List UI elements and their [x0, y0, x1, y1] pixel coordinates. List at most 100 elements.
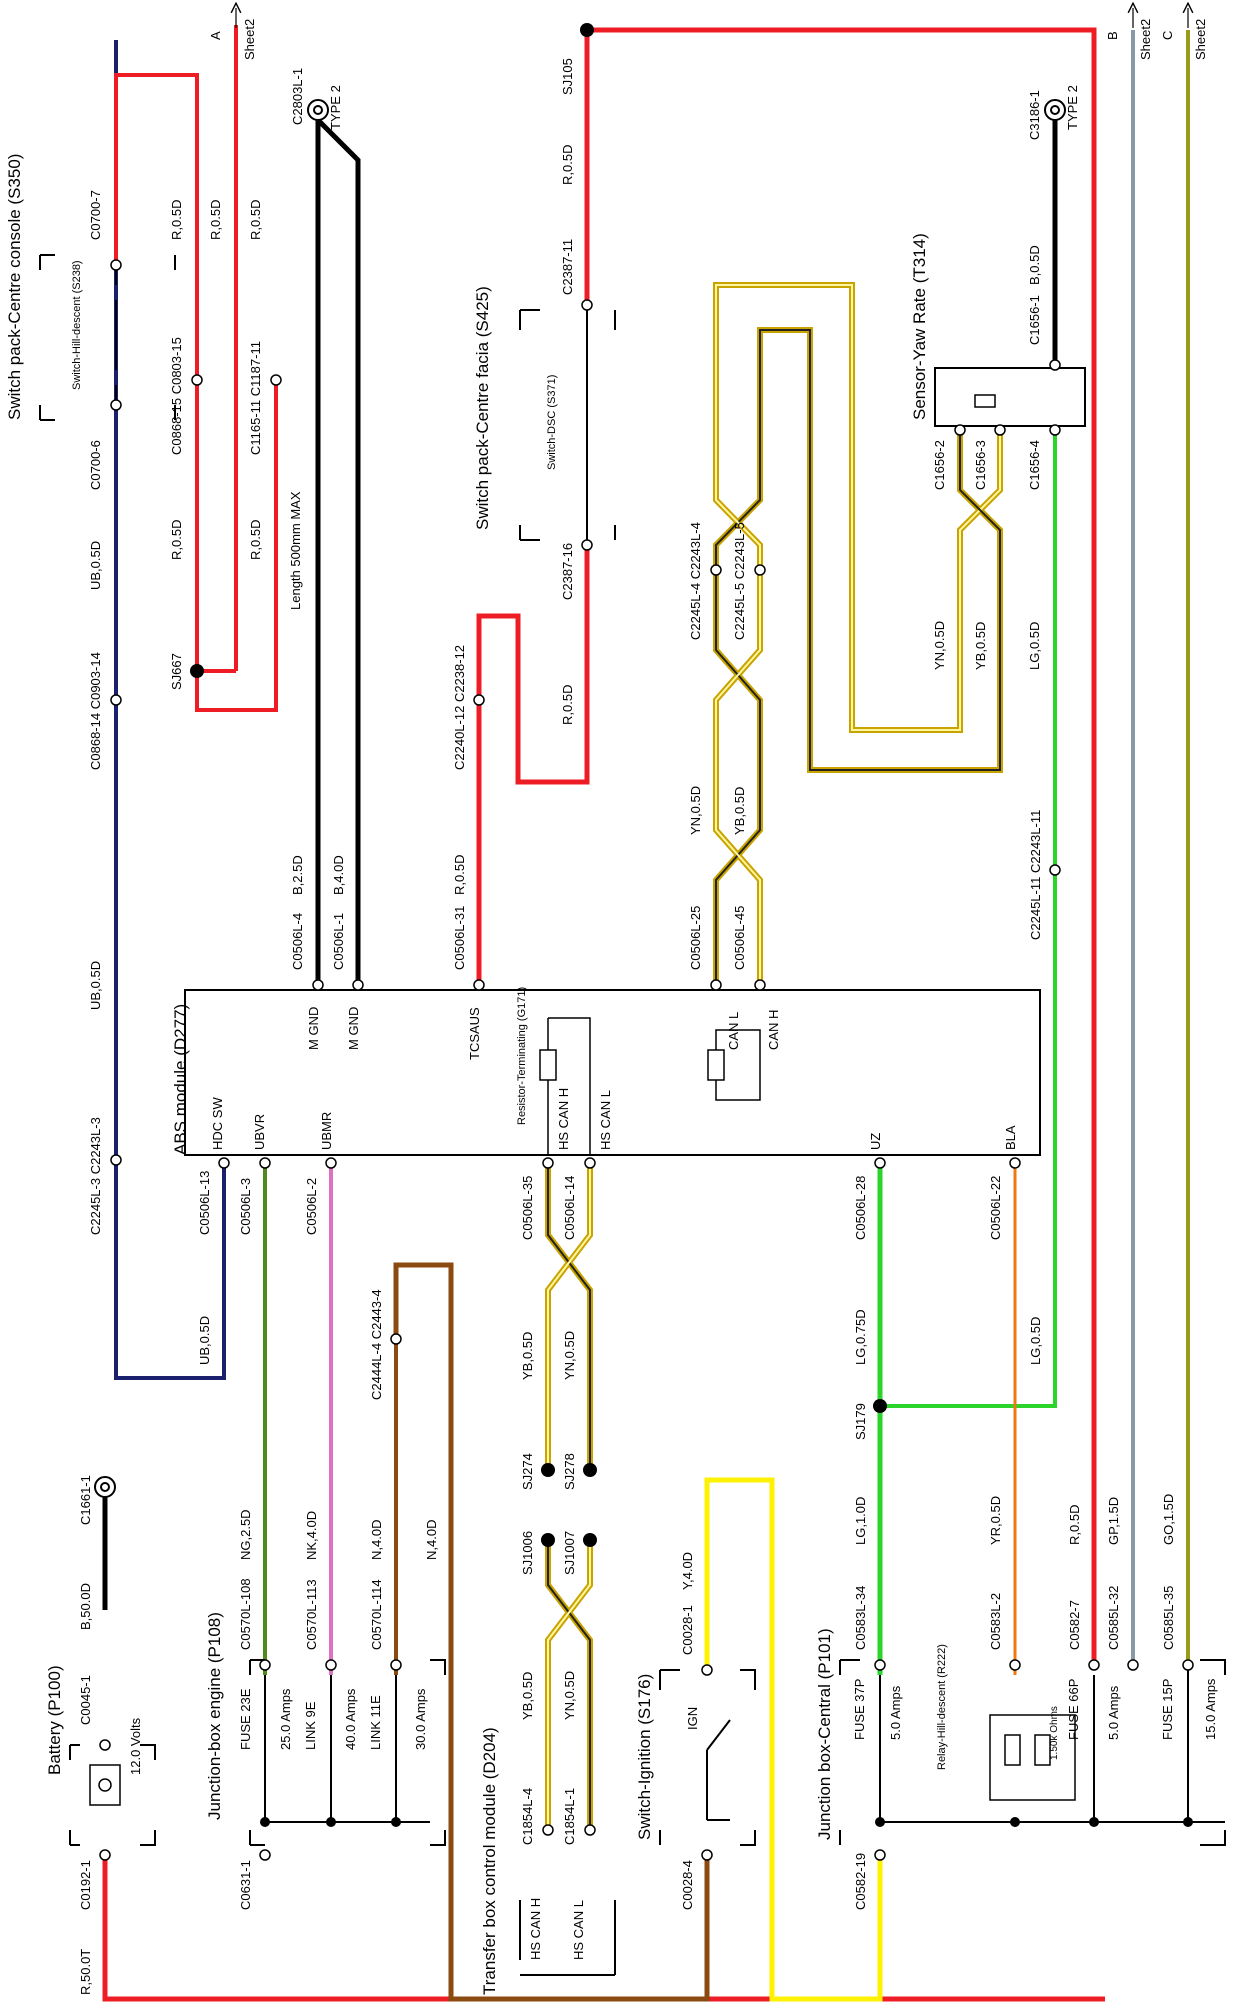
abs-pin-bla: BLA: [1003, 1125, 1018, 1150]
tbcm-label: Transfer box control module (D204): [480, 1727, 499, 1995]
wire-yn05-abs: YN,0.5D: [562, 1331, 577, 1380]
connector-c2387-11: C2387-11: [560, 239, 575, 295]
type2-label-2: TYPE 2: [1065, 85, 1080, 130]
wire-nk40: NK,4.0D: [304, 1511, 319, 1560]
connector-c0631-1: C0631-1: [238, 1860, 253, 1910]
wire-lg05-yaw: LG,0.5D: [1027, 622, 1042, 670]
connector-c2245l-5: C2245L-5 C2243L-5: [732, 522, 747, 640]
connector-c0583l-34: C0583L-34: [853, 1586, 868, 1650]
jb-central-label: Junction box-Central (P101): [815, 1628, 834, 1840]
battery-label: Battery (P100): [45, 1665, 64, 1775]
connector-c0506l-3: C0506L-3: [238, 1178, 253, 1235]
length-note: Length 500mm MAX: [288, 491, 303, 610]
connector-c1854l-1: C1854L-1: [562, 1788, 577, 1845]
wire-y40: Y,4.0D: [680, 1552, 695, 1590]
connector-c0582-7: C0582-7: [1067, 1600, 1082, 1650]
wire-r05-console-2: R,0.5D: [208, 200, 223, 240]
wire-b25: B,2.5D: [290, 855, 305, 895]
connector-c0700-7: C0700-7: [88, 190, 103, 240]
connector-c0570l-108: C0570L-108: [238, 1578, 253, 1650]
connector-c2803l-1: C2803L-1: [290, 68, 305, 125]
connector-c0570l-113: C0570L-113: [304, 1579, 319, 1650]
connector-sj1007: SJ1007: [562, 1531, 577, 1575]
connector-sj274: SJ274: [520, 1453, 535, 1490]
ignition-switch-label: Switch-Ignition (S176): [635, 1674, 654, 1840]
wire-r50-0t: R,50.0T: [78, 1949, 93, 1995]
yaw-sensor-label: Sensor-Yaw Rate (T314): [910, 233, 929, 420]
wire-r05-jb: R,0.5D: [1067, 1505, 1082, 1545]
wire-lg10: LG,1.0D: [853, 1497, 868, 1545]
wire-b40: B,4.0D: [331, 855, 346, 895]
abs-pin-can-h: CAN H: [766, 1010, 781, 1050]
connector-sj1006: SJ1006: [520, 1531, 535, 1575]
component-layer: [39, 254, 1226, 1976]
connector-c0506l-1: C0506L-1: [331, 913, 346, 970]
fuse-66p-rating: 5.0 Amps: [1106, 1685, 1121, 1740]
connector-c2240l-12: C2240L-12 C2238-12: [452, 645, 467, 770]
wire-yn05-can: YN,0.5D: [688, 786, 703, 835]
connector-c2245l-4: C2245L-4 C2243L-4: [688, 522, 703, 640]
wire-b05-yaw: B,0.5D: [1027, 245, 1042, 285]
wire-ng25: NG,2.5D: [238, 1509, 253, 1560]
wire-lg05-lower: LG,0.5D: [1028, 1317, 1043, 1365]
wire-r05-dsc-upper: R,0.5D: [560, 145, 575, 185]
connector-c1656-2: C1656-2: [932, 440, 947, 490]
relay-label: Relay-Hill-descent (R222): [936, 1644, 948, 1770]
wire-ub05-mid: UB,0.5D: [88, 961, 103, 1010]
switch-pack-console-label: Switch pack-Centre console (S350): [5, 154, 24, 420]
connector-c0028-4: C0028-4: [680, 1860, 695, 1910]
connector-sj667: SJ667: [169, 653, 184, 690]
fuse-66p-label: FUSE 66P: [1066, 1679, 1081, 1740]
wire-yb05-can: YB,0.5D: [732, 787, 747, 835]
wire-r05-console-3: R,0.5D: [248, 200, 263, 240]
connector-sj105: SJ105: [560, 58, 575, 95]
wire-lg075: LG,0.75D: [853, 1309, 868, 1365]
wire-go15: GO,1.5D: [1161, 1494, 1176, 1545]
connector-c0583l-2: C0583L-2: [988, 1593, 1003, 1650]
sheet-b-label: B: [1105, 31, 1120, 40]
type2-label-1: TYPE 2: [328, 85, 343, 130]
wire-b50-0d: B,50.0D: [78, 1583, 93, 1630]
connector-c0506l-4: C0506L-4: [290, 913, 305, 970]
fuse-23e-rating: 25.0 Amps: [278, 1688, 293, 1750]
connector-c2245l-11: C2245L-11 C2243L-11: [1028, 810, 1043, 940]
wire-n40a: N,4.0D: [369, 1520, 384, 1560]
connector-c0868-15: C0868-15 C0803-15: [169, 337, 184, 455]
wire-yb05-abs: YB,0.5D: [520, 1332, 535, 1380]
link-11e-rating: 30.0 Amps: [413, 1688, 428, 1750]
connector-c0506l-14: C0506L-14: [562, 1176, 577, 1240]
wire-yb05-tb: YB,0.5D: [520, 1672, 535, 1720]
abs-module-box: [184, 989, 1041, 1156]
sheet-arrows: [236, 8, 1188, 28]
fuse-15p-rating: 15.0 Amps: [1203, 1678, 1218, 1740]
connector-c1854l-4: C1854L-4: [520, 1788, 535, 1845]
ign-label: IGN: [685, 1707, 700, 1730]
connector-c0585l-35: C0585L-35: [1161, 1586, 1176, 1650]
wire-r05-console-4: R,0.5D: [169, 520, 184, 560]
wire-r05-dsc-lower: R,0.5D: [560, 685, 575, 725]
connector-c0506l-13: C0506L-13: [197, 1171, 212, 1235]
wire-gp15: GP,1.5D: [1106, 1497, 1121, 1545]
abs-pin-m-gnd-2: M GND: [346, 1007, 361, 1050]
connector-c0585l-32: C0585L-32: [1106, 1586, 1121, 1650]
connector-c0506l-35: C0506L-35: [520, 1176, 535, 1240]
connector-c1656-4: C1656-4: [1027, 440, 1042, 490]
battery-volts: 12.0 Volts: [128, 1717, 143, 1775]
connector-c1165-11: C1165-11 C1187-11: [248, 341, 263, 455]
link-9e-rating: 40.0 Amps: [343, 1688, 358, 1750]
resistor-label: Resistor-Terminating (G171): [516, 987, 528, 1125]
abs-pin-ubmr: UBMR: [319, 1112, 334, 1150]
fuse-15p-label: FUSE 15P: [1160, 1679, 1175, 1740]
abs-pin-uz: UZ: [868, 1133, 883, 1150]
connector-c0506l-31: C0506L-31: [452, 906, 467, 970]
component-labels: Battery (P100) 12.0 Volts Junction-box e…: [5, 19, 1218, 1995]
sheet-a-label: A: [208, 31, 223, 40]
sheet2-c-label: Sheet2: [1193, 19, 1208, 60]
connector-c0506l-22: C0506L-22: [988, 1176, 1003, 1240]
connector-c0570l-114: C0570L-114: [369, 1579, 384, 1650]
wire-r05-console-5: R,0.5D: [248, 520, 263, 560]
connector-c0506l-45: C0506L-45: [732, 906, 747, 970]
wire-yn05-tb: YN,0.5D: [562, 1671, 577, 1720]
